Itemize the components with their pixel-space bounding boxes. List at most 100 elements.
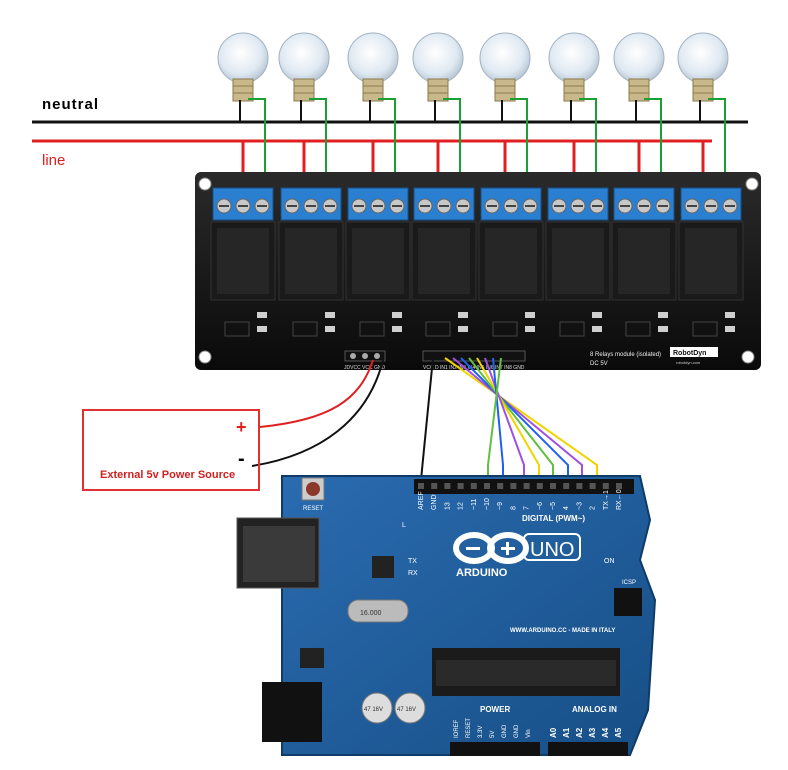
mount-hole: [198, 177, 212, 191]
digital-pin-label: TX→1: [603, 490, 610, 510]
digital-pin-label: AREF: [418, 491, 425, 510]
signal-wires: [444, 357, 598, 482]
relay-channel: [278, 187, 344, 337]
power-label: POWER: [480, 705, 510, 714]
optocoupler: [224, 321, 250, 337]
power-pin-label: RESET: [466, 718, 472, 738]
light-bulb-icon: [217, 32, 269, 102]
arduino-brand: ARDUINO: [456, 567, 508, 579]
power-pin-label: GND: [514, 724, 520, 738]
digital-label: DIGITAL (PWM~): [522, 514, 585, 523]
power-header: [450, 742, 540, 756]
analog-pin-label: A0: [549, 727, 558, 738]
relay-caption: 8 Relays module (isolated): [590, 352, 661, 358]
optocoupler: [292, 321, 318, 337]
cap-label-2: 47 16V: [397, 707, 416, 713]
optocoupler: [559, 321, 585, 337]
tx-label: TX: [408, 558, 417, 565]
digital-pin-label: 13: [444, 502, 451, 510]
input-header: [422, 350, 526, 362]
optocoupler: [692, 321, 718, 337]
digital-pin-label: ~3: [576, 502, 583, 510]
light-bulb-icon: [613, 32, 665, 102]
digital-pin-label: ~9: [497, 502, 504, 510]
capacitor: [394, 692, 426, 724]
mount-hole: [198, 350, 212, 364]
external-power-label: External 5v Power Source: [100, 469, 236, 481]
relay-channels: [210, 187, 744, 337]
signal-wire: [468, 357, 554, 482]
relay-channel: [345, 187, 411, 337]
relay-channel: [678, 187, 744, 337]
line-label: line: [42, 152, 66, 169]
plus-label: +: [236, 417, 247, 437]
optocoupler: [492, 321, 518, 337]
crystal-label: 16.000: [360, 610, 382, 617]
digital-pin-label: ~10: [484, 498, 491, 510]
arduino-model: UNO: [530, 539, 574, 561]
relay-voltage: DC 5V: [590, 361, 608, 367]
relay-channel: [411, 187, 477, 337]
mains-wires: [32, 120, 748, 143]
on-label: ON: [604, 558, 615, 565]
optocoupler: [425, 321, 451, 337]
ic-socket: [436, 660, 616, 686]
uno-box: [523, 533, 581, 561]
l-label: L: [402, 522, 406, 529]
analog-pin-label: A3: [588, 727, 597, 738]
power-pin-label: 5V: [490, 731, 496, 738]
relay-brand: RobotDyn: [673, 350, 706, 357]
brand-logo: [670, 347, 718, 357]
bulb-load-wire: [248, 98, 266, 188]
digital-pin-label: 12: [458, 502, 465, 510]
signal-wire: [444, 357, 598, 482]
analog-pin-label: A5: [614, 727, 623, 738]
bulb-load-wire: [644, 98, 662, 188]
digital-pin-label: ~11: [471, 499, 478, 510]
voltage-regulator: [300, 648, 324, 668]
light-bulb-icon: [548, 32, 600, 102]
arduino-logo: [453, 532, 529, 564]
bulb-load-wire: [443, 98, 461, 188]
crystal: [347, 599, 409, 623]
icsp-label: ICSP: [622, 580, 636, 586]
power-pin-label: 3.3V: [478, 726, 484, 738]
power-pin-label: GND: [502, 724, 508, 738]
power-black-wire: [251, 359, 384, 467]
relay-channel: [545, 187, 611, 337]
bulb-load-wire: [708, 98, 726, 188]
relay-channel: [611, 187, 677, 337]
relay-pins-right: VCC D IN1 IN2 IN3 IN4 IN5 IN6 IN7 IN8 GN…: [423, 365, 525, 371]
digital-pin-label: 7: [524, 506, 531, 510]
light-bulb-icon: [479, 32, 531, 102]
digital-pin-label: 2: [590, 506, 597, 510]
bulb-load-wire: [378, 98, 396, 188]
external-power-box: [82, 409, 260, 491]
light-bulb-icon: [278, 32, 330, 102]
bulb-load-wire: [579, 98, 597, 188]
digital-pin-label: 4: [563, 506, 570, 510]
power-pin-label: Vin: [526, 729, 532, 738]
cap-label-1: 47 16V: [364, 707, 383, 713]
optocoupler: [359, 321, 385, 337]
minus-label: -: [238, 448, 245, 470]
bulb-row: [217, 32, 729, 188]
bulb-load-wire: [309, 98, 327, 188]
power-jack: [262, 682, 322, 742]
mount-hole: [741, 350, 755, 364]
digital-pin-label: ~6: [537, 502, 544, 510]
relay-module: JDVCC VCC GND VCC D IN1 IN2 IN3 IN4 IN5 …: [195, 172, 761, 371]
light-bulb-icon: [677, 32, 729, 102]
light-bulb-icon: [347, 32, 399, 102]
capacitor: [361, 692, 393, 724]
icsp-header: [614, 588, 642, 616]
digital-pin-label: RX←0: [616, 489, 623, 510]
small-chip: [372, 556, 394, 578]
relay-channel: [210, 187, 276, 337]
light-bulb-icon: [412, 32, 464, 102]
mount-hole: [745, 177, 759, 191]
